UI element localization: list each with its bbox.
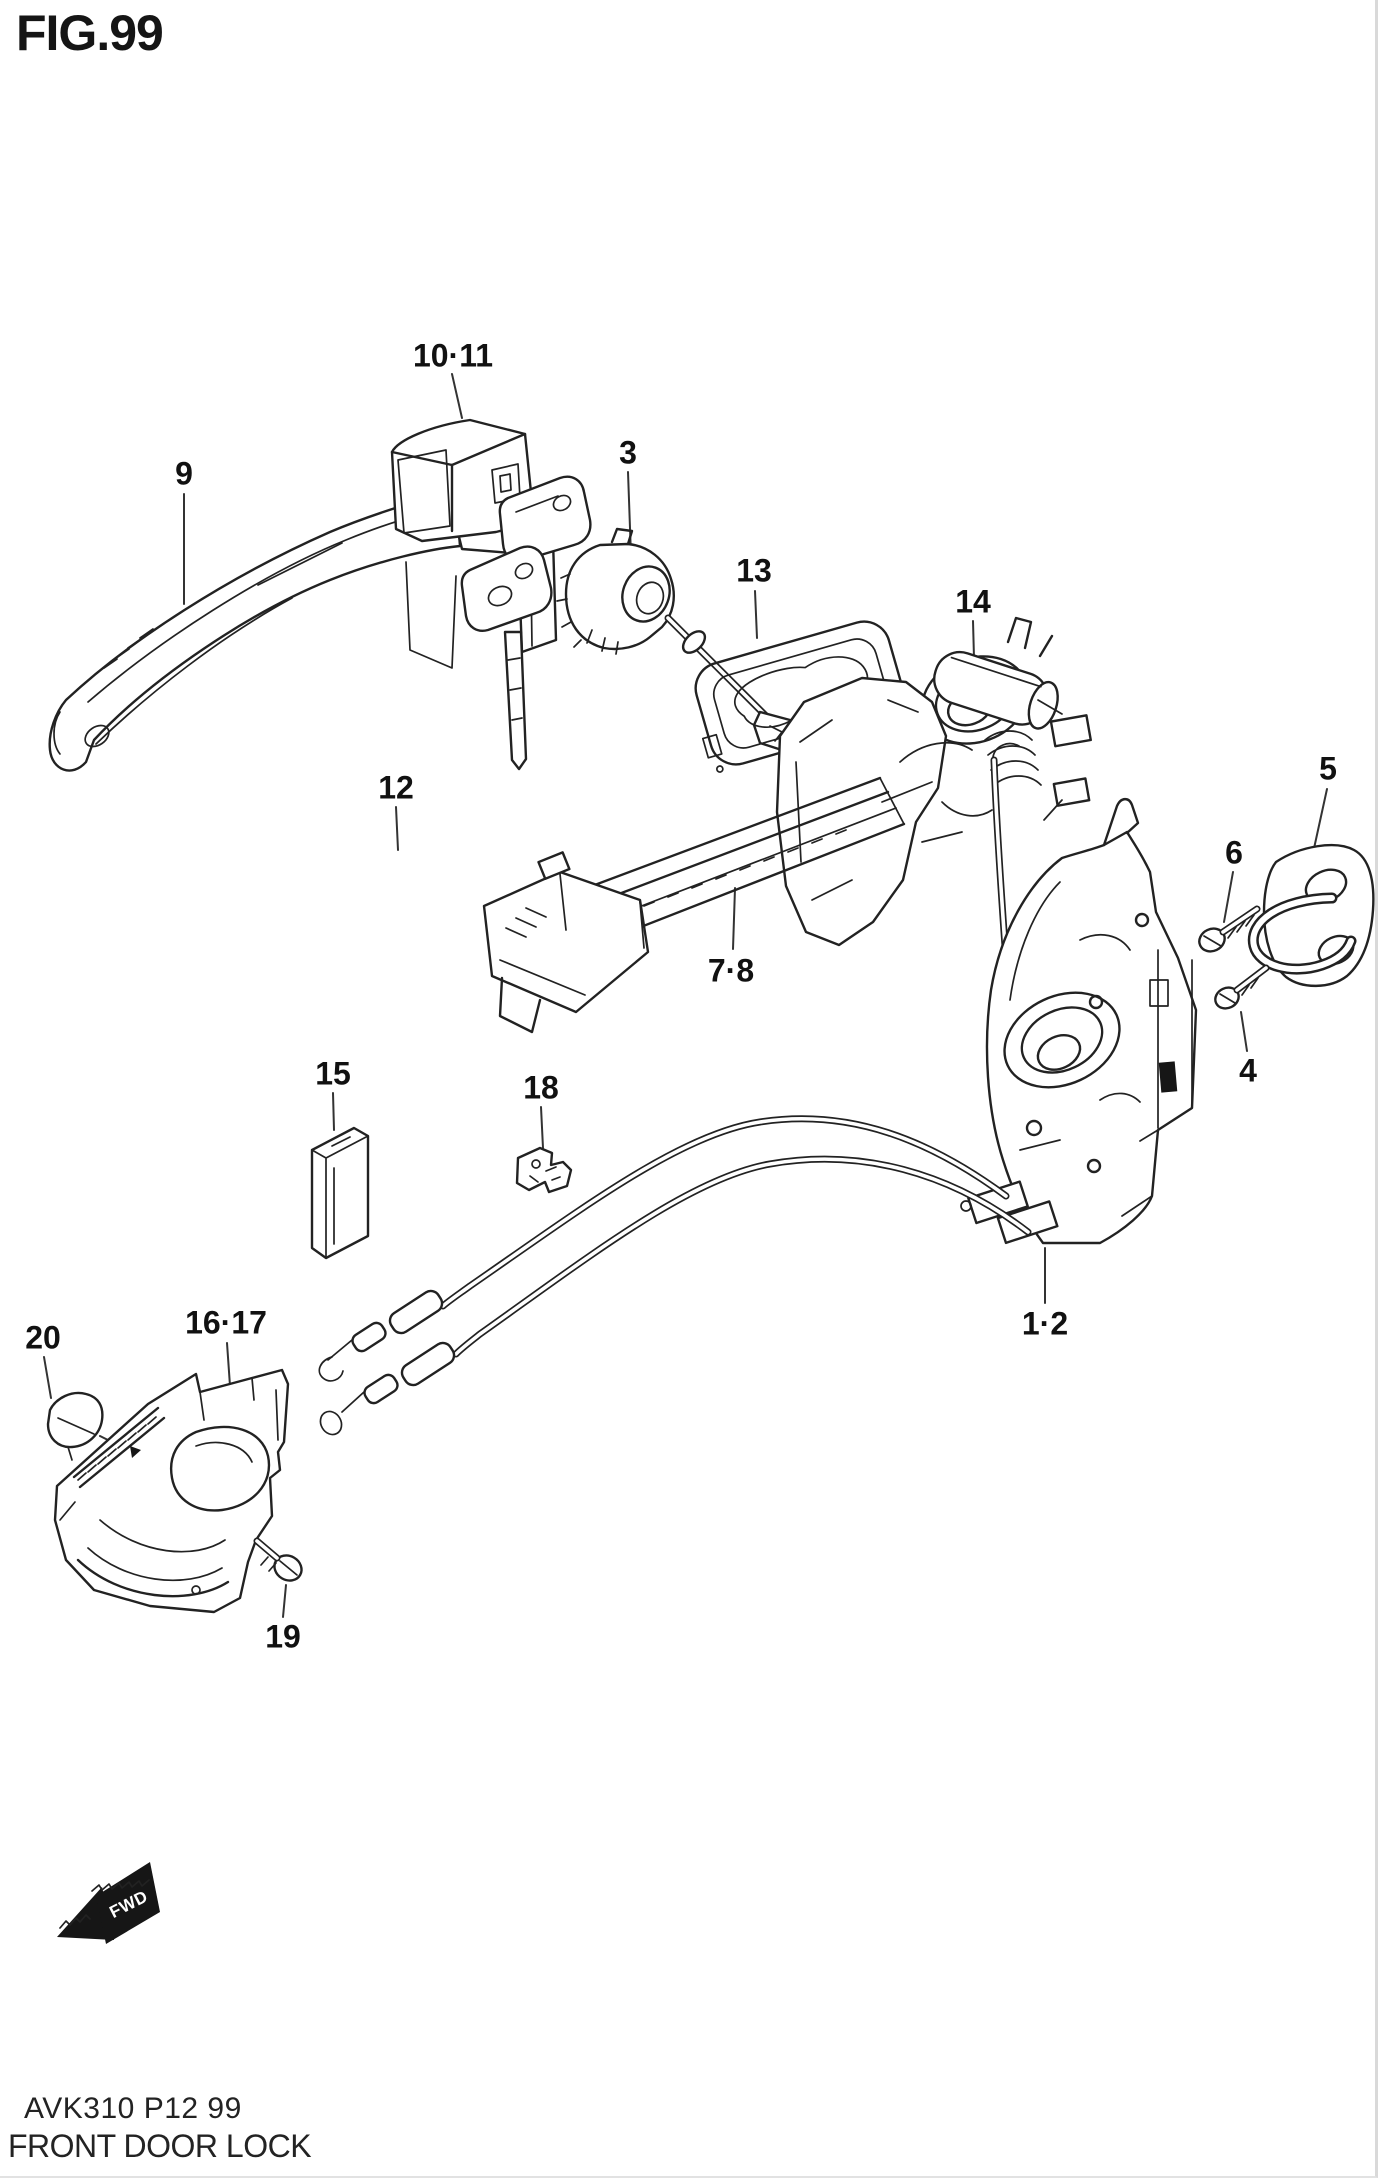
handle-base-drawing <box>482 776 906 1034</box>
callout-14: 14 <box>955 583 991 620</box>
callout-5: 5 <box>1319 750 1337 787</box>
door-cables-drawing <box>318 1115 1032 1436</box>
callout-3: 3 <box>619 434 637 471</box>
callout-20: 20 <box>25 1319 61 1356</box>
fwd-arrow-icon: FWD <box>57 1862 160 1944</box>
handle-cap-drawing <box>390 418 534 543</box>
callout-18: 18 <box>523 1069 559 1106</box>
callout-9: 9 <box>175 455 193 492</box>
callout-4: 4 <box>1239 1052 1257 1089</box>
figure-title: FIG.99 <box>16 5 164 61</box>
striker-drawing <box>1247 843 1375 988</box>
callout-13: 13 <box>736 552 772 589</box>
door-latch-drawing <box>960 797 1198 1245</box>
screw-4-drawing <box>1214 964 1270 1010</box>
callout-15: 15 <box>315 1055 351 1092</box>
figure-caption: FRONT DOOR LOCK <box>8 2128 312 2164</box>
lock-cylinder-key-drawing <box>460 475 803 771</box>
callout-12: 12 <box>378 769 414 806</box>
handle-cap-20-drawing <box>46 1391 104 1461</box>
callout-10-11: 10·11 <box>412 337 494 374</box>
callout-1-2: 1·2 <box>1021 1305 1069 1342</box>
figure-code: AVK310 P12 99 <box>24 2092 242 2125</box>
callout-16-17: 16·17 <box>185 1304 267 1341</box>
inner-handle-drawing <box>53 1368 290 1614</box>
callout-19: 19 <box>265 1618 301 1655</box>
callout-7-8: 7·8 <box>707 952 755 989</box>
handle-frame-mechanism-drawing <box>775 616 1092 947</box>
cushion-pad-drawing <box>310 1126 370 1260</box>
cable-clip-drawing <box>515 1146 573 1194</box>
screw-6-drawing <box>1198 905 1261 953</box>
callout-6: 6 <box>1225 834 1243 871</box>
screw-19-drawing <box>253 1537 303 1582</box>
